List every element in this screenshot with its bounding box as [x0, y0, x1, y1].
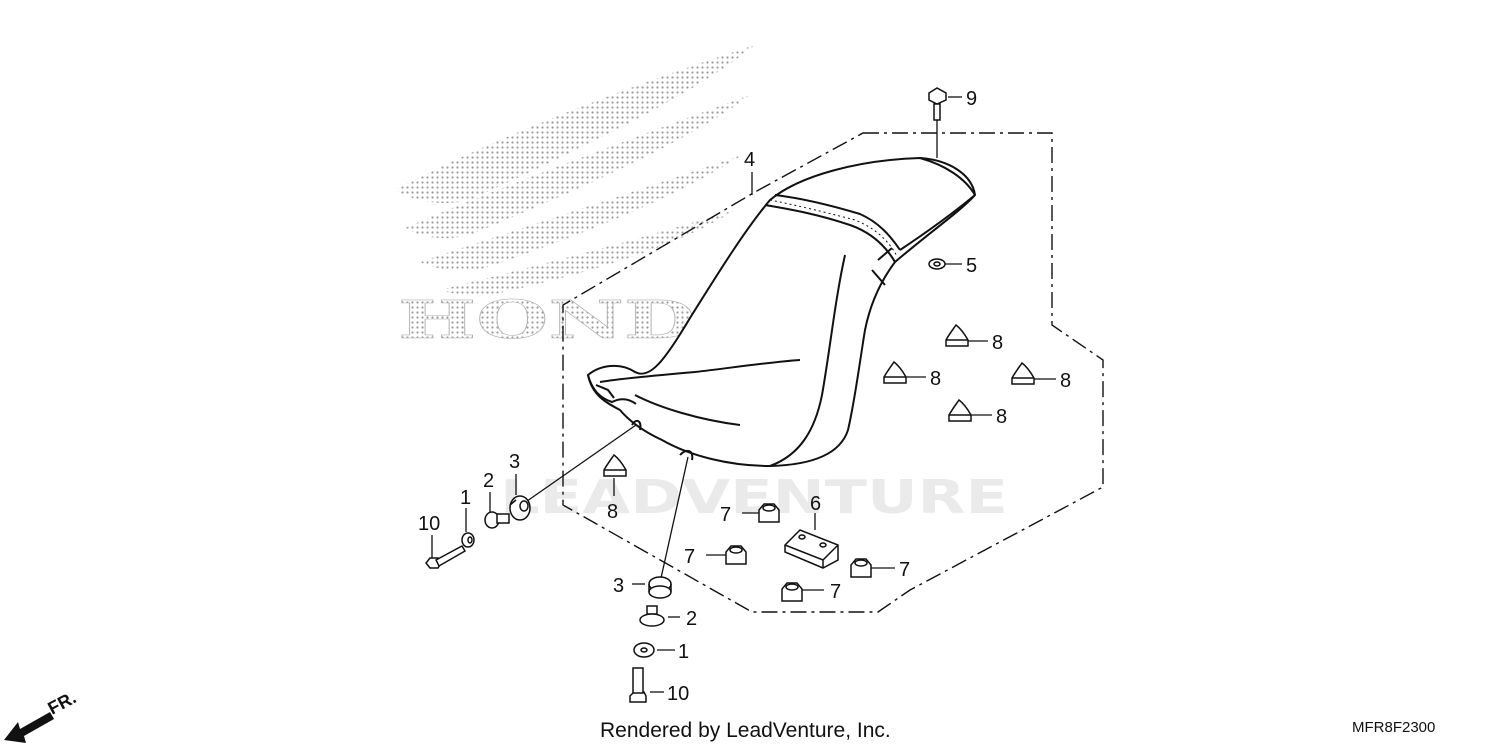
callout-labels: 4 9 5 8 8 8 8 8 7 7 7 7 6 3 2 1 10 3 2 1…	[418, 88, 1071, 705]
bolt-10-lower-part	[629, 667, 647, 703]
callout-8-a: 8	[992, 332, 1003, 354]
grommet-3-lower-part	[648, 576, 672, 599]
damper-7-a-part	[758, 503, 780, 523]
collar-2-lower-part	[639, 605, 665, 627]
watermark-text: LEADVENTURE	[500, 470, 1008, 524]
washer-1-upper-part	[461, 532, 475, 548]
stopper-8-d-part	[948, 398, 972, 422]
callout-8-b: 8	[930, 368, 941, 390]
damper-7-b-part	[725, 545, 747, 565]
callout-3-lower: 3	[613, 575, 624, 597]
callout-7-d: 7	[830, 581, 841, 603]
callout-6: 6	[810, 493, 821, 515]
diagram-code: MFR8F2300	[1352, 719, 1436, 736]
washer-1-lower-part	[633, 642, 655, 658]
callout-4: 4	[744, 149, 755, 171]
callout-8-c: 8	[1060, 370, 1071, 392]
callout-7-c: 7	[899, 559, 910, 581]
front-arrow-icon	[4, 712, 54, 743]
callout-2-lower: 2	[686, 608, 697, 630]
damper-7-c-part	[850, 558, 872, 578]
stopper-8-a-part	[945, 323, 969, 347]
seat-assembly	[586, 156, 977, 468]
callout-5: 5	[966, 255, 977, 277]
callout-8-left: 8	[607, 501, 618, 523]
footer-credit: Rendered by LeadVenture, Inc.	[600, 719, 891, 742]
grommet-3-upper-part	[509, 495, 531, 521]
callout-10-upper: 10	[418, 513, 440, 535]
callout-2-upper: 2	[483, 470, 494, 492]
rubber-block-6-part	[784, 529, 839, 569]
front-direction-arrow: FR.	[4, 687, 79, 743]
stopper-8-left-part	[603, 453, 627, 477]
leader-lines	[431, 96, 1056, 693]
callout-7-a: 7	[720, 504, 731, 526]
screw-9-part	[928, 87, 947, 121]
cushion-5-part	[928, 258, 946, 270]
callout-1-upper: 1	[460, 487, 471, 509]
group-boundary	[562, 132, 1104, 613]
honda-wing-logo: HONDA	[395, 45, 761, 351]
callout-1-lower: 1	[678, 641, 689, 663]
bolt-10-upper-part	[425, 545, 467, 569]
collar-2-upper-part	[484, 511, 510, 529]
stopper-8-b-part	[883, 360, 907, 384]
damper-7-d-part	[781, 582, 803, 602]
callout-7-b: 7	[684, 546, 695, 568]
callout-9: 9	[966, 88, 977, 110]
callout-8-d: 8	[996, 406, 1007, 428]
parts	[425, 87, 1035, 703]
callout-10-lower: 10	[667, 683, 689, 705]
callout-3-upper: 3	[509, 451, 520, 473]
stopper-8-c-part	[1011, 361, 1035, 385]
